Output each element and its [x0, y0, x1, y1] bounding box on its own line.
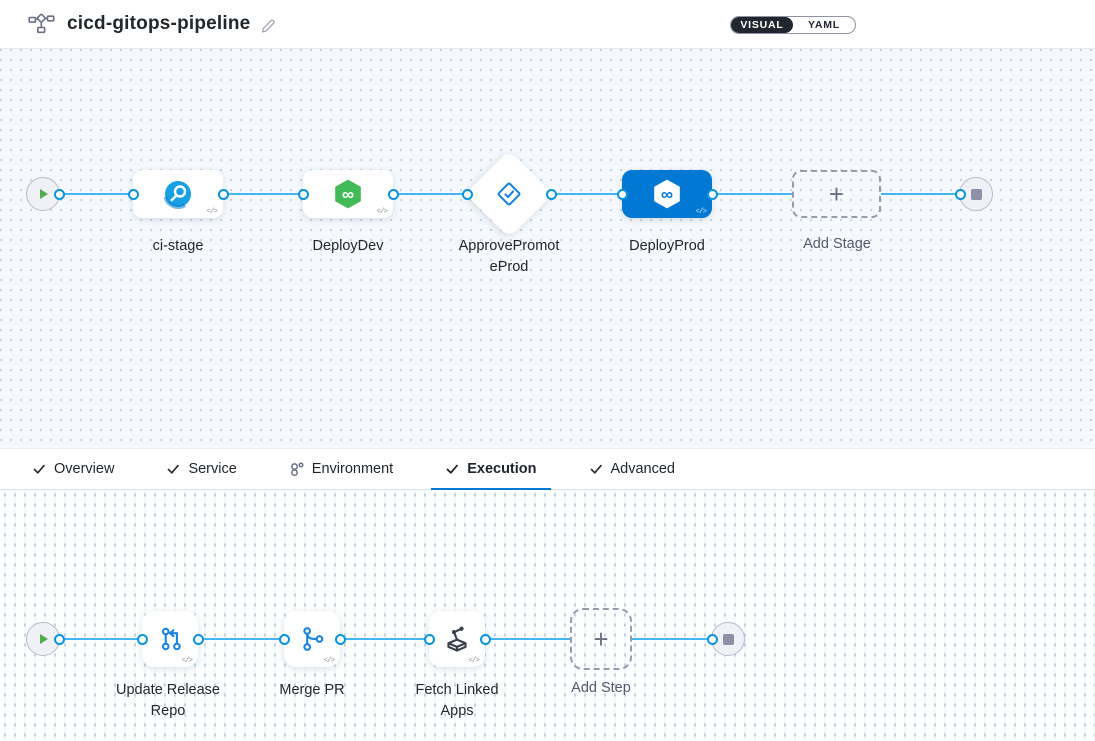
connector-port[interactable] — [955, 189, 966, 200]
cd-hexagon-icon: ∞ — [332, 178, 364, 210]
stop-icon — [723, 634, 734, 645]
tab-execution[interactable]: Execution — [431, 449, 550, 489]
connector-port[interactable] — [546, 189, 557, 200]
play-icon — [36, 187, 50, 201]
check-icon — [589, 462, 603, 476]
step-label: Fetch Linked Apps — [402, 680, 512, 722]
add-step-label: Add Step — [541, 678, 661, 699]
plus-icon: + — [829, 179, 844, 210]
pipeline-header: cicd-gitops-pipeline VISUAL YAML — [0, 0, 1095, 49]
infinity-glyph: ∞ — [342, 185, 354, 204]
tab-advanced[interactable]: Advanced — [575, 449, 690, 489]
connector-port[interactable] — [298, 189, 309, 200]
connector-port[interactable] — [335, 634, 346, 645]
tab-label: Execution — [467, 461, 536, 477]
code-glyph: </> — [206, 208, 217, 216]
add-stage-label: Add Stage — [777, 234, 897, 255]
code-glyph: </> — [695, 208, 706, 216]
step-connector-line — [632, 638, 712, 641]
visual-yaml-toggle: VISUAL YAML — [730, 16, 856, 34]
stage-label: ci-stage — [118, 236, 238, 257]
tab-environment[interactable]: Environment — [275, 449, 407, 489]
stage-node-ci-stage[interactable]: </> — [133, 170, 223, 218]
play-icon — [36, 632, 50, 646]
step-node-fetch-linked-apps[interactable]: </> — [429, 611, 485, 667]
add-step-button[interactable]: + — [570, 608, 632, 670]
stage-node-deploydev[interactable]: ∞ </> — [303, 170, 393, 218]
cd-hexagon-icon: ∞ — [651, 178, 683, 210]
fetch-apps-icon — [441, 623, 473, 655]
connector-port[interactable] — [193, 634, 204, 645]
git-merge-icon — [296, 623, 328, 655]
connector-port[interactable] — [617, 189, 628, 200]
ci-build-icon — [163, 179, 193, 209]
connector-port[interactable] — [480, 634, 491, 645]
stop-icon — [971, 189, 982, 200]
environment-icon — [289, 461, 304, 477]
tab-overview[interactable]: Overview — [18, 449, 128, 489]
tab-label: Environment — [312, 461, 393, 477]
infinity-glyph: ∞ — [661, 185, 673, 204]
connector-port[interactable] — [424, 634, 435, 645]
connector-port[interactable] — [137, 634, 148, 645]
check-icon — [32, 462, 46, 476]
connector-port[interactable] — [54, 189, 65, 200]
edit-pipeline-icon[interactable] — [260, 17, 277, 34]
step-label: Merge PR — [252, 680, 372, 701]
stage-node-deployprod[interactable]: ∞ </> — [622, 170, 712, 218]
tab-label: Advanced — [611, 461, 676, 477]
connector-port[interactable] — [279, 634, 290, 645]
stage-config-tabbar: Overview Service Environment Execution A… — [0, 448, 1095, 490]
stage-label: DeployDev — [288, 236, 408, 257]
pipeline-icon — [28, 13, 55, 35]
stage-label: DeployProd — [607, 236, 727, 257]
check-icon — [166, 462, 180, 476]
visual-toggle-button[interactable]: VISUAL — [731, 17, 793, 33]
connector-port[interactable] — [128, 189, 139, 200]
connector-port[interactable] — [54, 634, 65, 645]
code-glyph: </> — [323, 657, 334, 665]
code-glyph: </> — [468, 657, 479, 665]
connector-port[interactable] — [388, 189, 399, 200]
stage-label: ApprovePromoteProd — [457, 236, 561, 278]
connector-port[interactable] — [462, 189, 473, 200]
stage-graph-canvas[interactable]: </> ∞ </> ∞ </> + — [0, 49, 1095, 448]
step-node-update-release-repo[interactable]: </> — [142, 611, 198, 667]
pipeline-title: cicd-gitops-pipeline — [67, 13, 250, 35]
tab-label: Overview — [54, 461, 114, 477]
step-label: Update Release Repo — [108, 680, 228, 722]
yaml-toggle-button[interactable]: YAML — [793, 17, 855, 33]
tab-service[interactable]: Service — [152, 449, 250, 489]
git-update-icon — [154, 623, 186, 655]
tab-label: Service — [188, 461, 236, 477]
code-glyph: </> — [181, 657, 192, 665]
connector-port[interactable] — [218, 189, 229, 200]
add-stage-button[interactable]: + — [792, 170, 881, 218]
connector-port[interactable] — [707, 189, 718, 200]
plus-icon: + — [593, 624, 608, 655]
code-glyph: </> — [376, 208, 387, 216]
stage-connector-line — [881, 193, 960, 196]
execution-graph-canvas[interactable]: </> </> </> — [0, 490, 1095, 741]
approval-icon — [495, 180, 523, 208]
connector-port[interactable] — [707, 634, 718, 645]
stage-node-approvepromoteprod[interactable] — [465, 150, 553, 238]
step-node-merge-pr[interactable]: </> — [284, 611, 340, 667]
check-icon — [445, 462, 459, 476]
